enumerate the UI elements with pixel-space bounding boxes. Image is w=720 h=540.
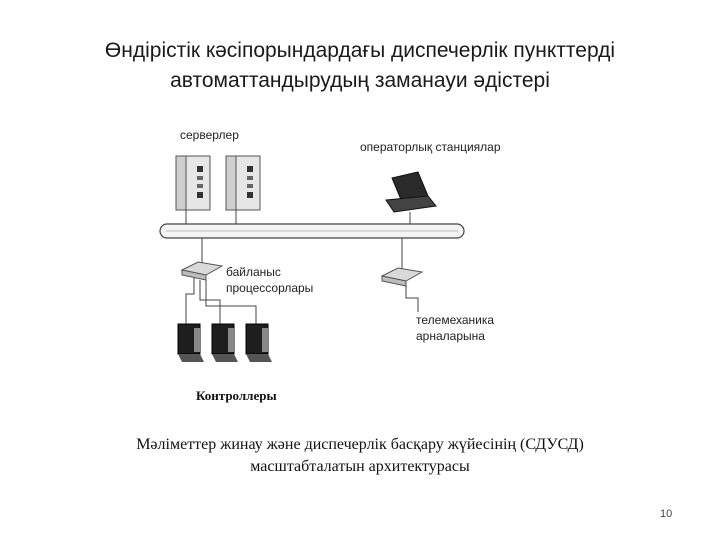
server-2 — [225, 155, 261, 211]
network-bus — [159, 223, 465, 239]
comm-processors-label: байланыс процессорлары — [226, 264, 313, 296]
servers-label: серверлер — [180, 128, 239, 142]
controller-3 — [245, 323, 272, 362]
figure-caption-line1: Мәліметтер жинау және диспечерлік басқар… — [136, 436, 584, 453]
server-1 — [175, 155, 211, 211]
telemechanics-label: телемеханика арналарына — [416, 312, 494, 344]
operator-stations-label: операторлық станциялар — [360, 140, 501, 154]
controller-1 — [177, 323, 204, 362]
telemechanics-label-line1: телемеханика — [416, 313, 495, 327]
slide-title-line1: Өндірістік кәсіпорындардағы диспечерлік … — [104, 39, 616, 62]
figure-caption-line2: масштабталатын архитектурасы — [250, 458, 470, 475]
controllers-label: Контроллеры — [196, 388, 277, 403]
slide-title: Өндірістік кәсіпорындардағы диспечерлік … — [0, 36, 720, 96]
telemechanics-label-line2: арналарына — [416, 329, 485, 343]
operator-station-laptop — [385, 171, 437, 213]
figure-caption: Мәліметтер жинау және диспечерлік басқар… — [60, 434, 660, 478]
comm-processors-label-line2: процессорлары — [226, 281, 314, 295]
controller-links — [185, 278, 257, 324]
page-number: 10 — [660, 508, 673, 520]
controller-2 — [211, 323, 238, 362]
comm-processor-1 — [180, 261, 224, 281]
comm-processors-label-line1: байланыс — [226, 265, 281, 279]
slide-title-line2: автоматтандырудың заманауи әдістері — [170, 69, 550, 92]
telemechanics-link — [405, 283, 419, 312]
comm-processor-2 — [380, 267, 424, 287]
